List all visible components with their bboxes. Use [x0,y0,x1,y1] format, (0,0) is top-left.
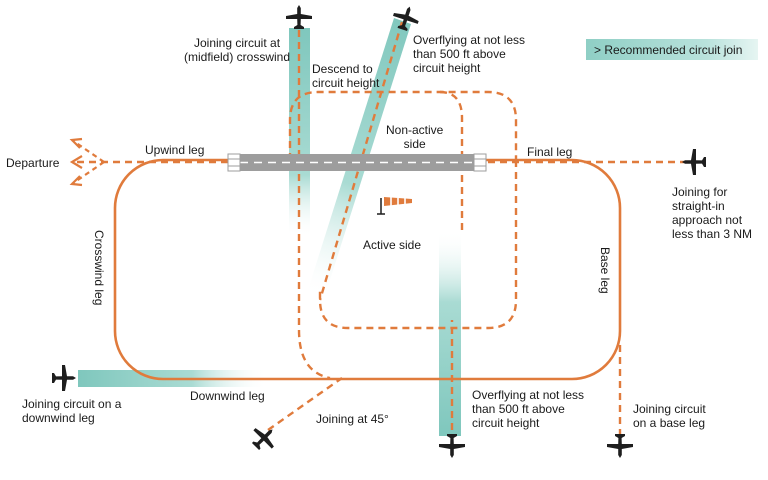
aircraft-icon [682,149,706,175]
label-descend-to-circuit-height: Descend to circuit height [312,62,380,90]
recommended-band-overfly-bottom [439,230,461,436]
label-active-side: Active side [363,238,422,252]
label-join-45: Joining at 45° [316,412,389,426]
non-active-circuit [288,90,518,330]
label-join-downwind: Joining circuit on a downwind leg [22,397,122,425]
circuit-pattern [113,158,622,381]
label-non-active-side: Non-active side [386,123,444,151]
label-straight-in: Joining for straight-in approach not les… [672,185,753,241]
label-crosswind-leg: Crosswind leg [92,230,106,306]
label-downwind-leg: Downwind leg [190,389,265,403]
label-join-midfield-crosswind: Joining circuit at (midfield) crosswind [184,36,291,64]
label-departure: Departure [6,156,60,170]
windsock-icon [377,197,412,215]
crosswind-join-track [297,30,331,380]
aircraft-icon [607,434,633,458]
label-base-leg: Base leg [598,247,612,294]
aircraft-icon [246,420,282,456]
aircraft-icon [52,365,76,391]
label-final-leg: Final leg [527,145,573,159]
label-join-base: Joining circuit on a base leg [633,402,706,430]
label-overfly-top: Overflying at not less than 500 ft above… [413,33,526,75]
descend-dashed-loop [439,90,464,230]
aircraft-icon [286,5,312,29]
label-overfly-bottom: Overflying at not less than 500 ft above… [472,388,585,430]
departure-arrows [69,137,105,187]
runway [227,153,487,172]
legend-label: > Recommended circuit join [594,43,743,57]
legend-recommended-join: > Recommended circuit join [586,39,758,60]
aircraft-icon [439,434,465,458]
label-upwind-leg: Upwind leg [145,143,205,157]
join-45-track [267,377,343,431]
